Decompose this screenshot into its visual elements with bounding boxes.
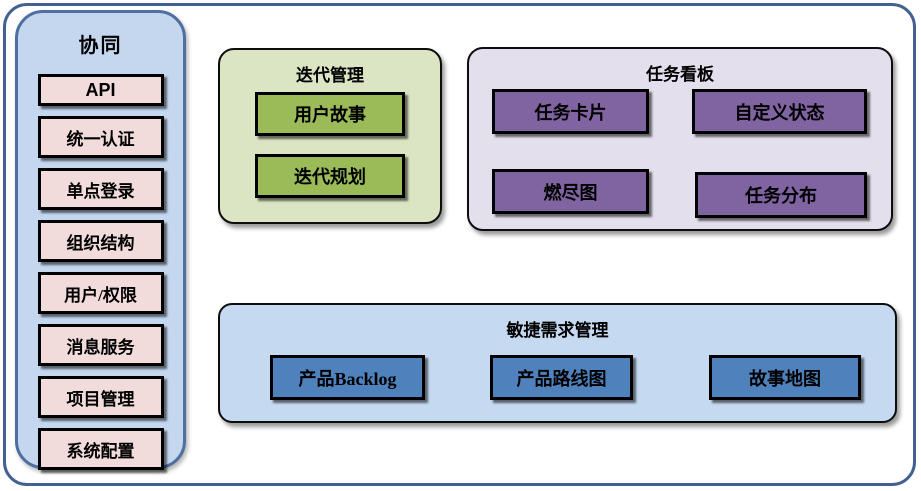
sidebar-item-message-service: 消息服务 <box>37 324 164 366</box>
feature-box-iteration-planning: 迭代规划 <box>255 154 405 198</box>
feature-box-custom-status: 自定义状态 <box>692 89 867 134</box>
feature-box-task-distribution: 任务分布 <box>695 172 867 218</box>
panel-iteration-title: 迭代管理 <box>296 66 364 85</box>
panel-agile-title: 敏捷需求管理 <box>506 321 609 340</box>
sidebar-collaboration: 协同 API 统一认证 单点登录 组织结构 用户/权限 消息服务 项目管理 系统… <box>15 10 186 470</box>
panel-iteration-management: 迭代管理 用户故事 迭代规划 <box>218 48 442 224</box>
sidebar-item-unified-auth: 统一认证 <box>37 116 164 158</box>
feature-box-story-map: 故事地图 <box>709 355 861 400</box>
panel-task-board: 任务看板 任务卡片 自定义状态 燃尽图 任务分布 <box>467 47 893 231</box>
panel-agile-requirements: 敏捷需求管理 产品Backlog 产品路线图 故事地图 <box>218 303 897 423</box>
sidebar-title: 协同 <box>78 35 123 57</box>
panel-kanban-title: 任务看板 <box>646 65 714 84</box>
feature-box-task-card: 任务卡片 <box>492 89 649 134</box>
feature-box-user-story: 用户故事 <box>255 92 405 136</box>
sidebar-item-user-permissions: 用户/权限 <box>37 272 164 314</box>
sidebar-item-project-management: 项目管理 <box>37 376 164 418</box>
feature-box-burndown-chart: 燃尽图 <box>492 169 649 214</box>
sidebar-item-single-sign-on: 单点登录 <box>37 168 164 210</box>
feature-box-product-backlog: 产品Backlog <box>270 355 425 400</box>
sidebar-item-api: API <box>37 74 164 106</box>
feature-box-product-roadmap: 产品路线图 <box>490 355 633 400</box>
sidebar-item-org-structure: 组织结构 <box>37 220 164 262</box>
sidebar-item-system-config: 系统配置 <box>37 428 164 470</box>
sidebar-item-list: API 统一认证 单点登录 组织结构 用户/权限 消息服务 项目管理 系统配置 <box>18 74 183 470</box>
